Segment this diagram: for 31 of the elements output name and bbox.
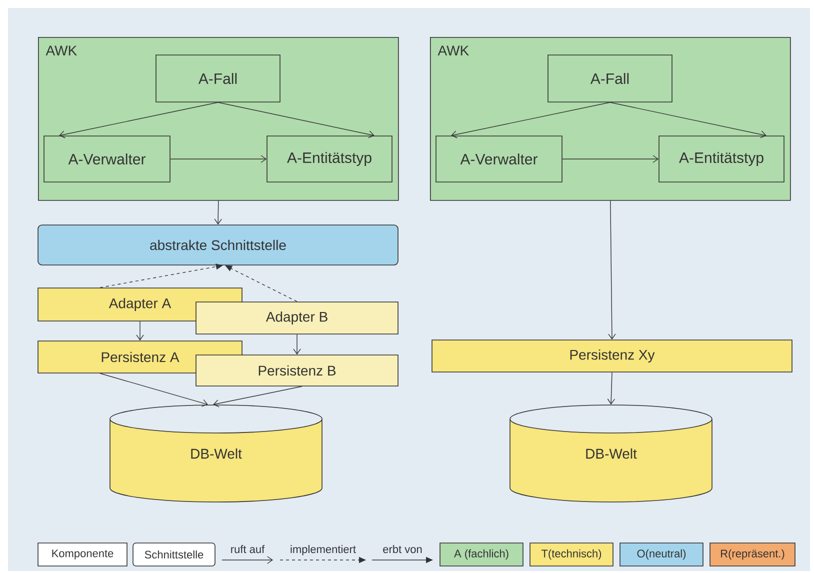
component-box: A-Verwalter bbox=[44, 136, 170, 182]
component-box: A-Fall bbox=[548, 54, 672, 102]
arrow bbox=[100, 373, 208, 407]
legend-label: ruft auf bbox=[231, 545, 265, 554]
component-box: Persistenz Xy bbox=[432, 340, 792, 372]
arrow bbox=[214, 200, 222, 225]
database-cylinder: DB-Welt bbox=[110, 404, 322, 502]
component-box: A-Verwalter bbox=[436, 136, 562, 182]
interface-box: abstrakte Schnittstelle bbox=[38, 224, 398, 266]
arrow bbox=[610, 102, 766, 138]
component-box: Adapter B bbox=[196, 302, 398, 334]
database-cylinder: DB-Welt bbox=[510, 404, 712, 502]
arrow bbox=[451, 102, 610, 138]
arrow bbox=[293, 334, 301, 355]
legend-label: erbt von bbox=[383, 545, 422, 554]
component-box: A-Entitätstyp bbox=[266, 136, 392, 182]
arrow bbox=[213, 386, 302, 408]
component-box: Persistenz B bbox=[196, 354, 398, 386]
component-box: A-Fall bbox=[156, 54, 280, 102]
arrow bbox=[170, 155, 267, 163]
legend-item: Komponente bbox=[38, 542, 128, 566]
arrow bbox=[608, 200, 616, 340]
arrow bbox=[225, 265, 298, 302]
legend-label: implementiert bbox=[290, 545, 356, 556]
arrow bbox=[59, 102, 218, 138]
arrow bbox=[136, 321, 144, 341]
arrow bbox=[562, 155, 659, 163]
arrow bbox=[607, 372, 616, 405]
legend-item: Schnittstelle bbox=[132, 542, 216, 566]
arrow bbox=[218, 102, 374, 138]
component-box: A-Entitätstyp bbox=[658, 136, 784, 182]
